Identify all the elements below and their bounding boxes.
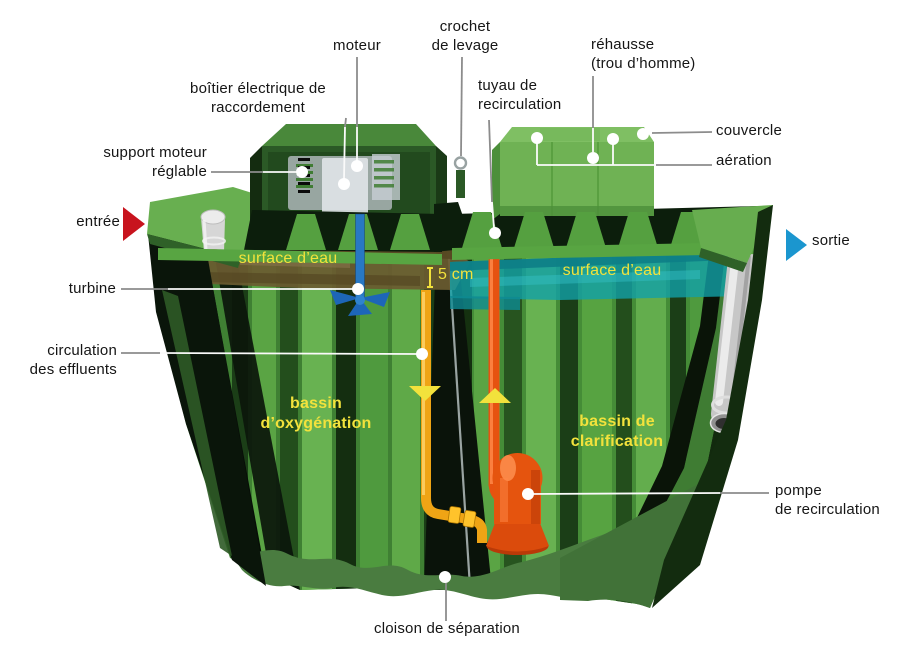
dot-cloison xyxy=(439,571,451,583)
dot-couvercle xyxy=(637,128,649,140)
annotation-5cm: 5 cm xyxy=(438,266,474,283)
label-boitier-electrique: boîtier électrique de raccordement xyxy=(190,80,326,116)
annotation-bassin-clarification: bassin de clarification xyxy=(570,413,664,450)
dot-aeration-1 xyxy=(531,132,543,144)
leader-dots xyxy=(296,128,649,583)
dot-support xyxy=(296,166,308,178)
leader-tuyau xyxy=(488,119,493,203)
dot-aeration-2 xyxy=(607,133,619,145)
recirculation-pump xyxy=(486,453,549,555)
leader-boitier xyxy=(344,117,347,128)
lifting-hook xyxy=(453,156,468,198)
left-rim xyxy=(158,210,442,265)
dot-circulation xyxy=(416,348,428,360)
label-cloison-separation: cloison de séparation xyxy=(374,620,520,637)
label-circulation-effluents: circulation des effluents xyxy=(29,342,117,378)
annotation-bassin-oxygenation: bassin d’oxygénation xyxy=(260,395,372,432)
annotation-surface-eau-right: surface d’eau xyxy=(562,262,662,279)
flow-arrow-up xyxy=(479,388,511,403)
label-support-moteur: support moteur réglable xyxy=(103,144,207,180)
label-tuyau-recirculation: tuyau de recirculation xyxy=(478,77,562,113)
dot-pompe xyxy=(522,488,534,500)
right-rim-teeth xyxy=(452,212,758,260)
label-sortie: sortie xyxy=(812,232,850,249)
measure-bracket xyxy=(427,267,433,288)
leader-lines xyxy=(121,56,769,621)
label-rehausse: réhausse (trou d’homme) xyxy=(591,36,696,72)
label-entree: entrée xyxy=(76,213,120,230)
annotation-surface-eau-left: surface d’eau xyxy=(238,250,338,267)
dot-turbine xyxy=(352,283,364,295)
bottom-front-wall xyxy=(228,481,704,608)
label-pompe-recirculation: pompe de recirculation xyxy=(775,482,880,518)
dot-rehausse xyxy=(587,152,599,164)
left-outer-side xyxy=(148,234,266,586)
label-moteur: moteur xyxy=(333,37,381,54)
inlet-arrow xyxy=(123,207,145,241)
label-couvercle: couvercle xyxy=(716,122,782,139)
dot-boitier xyxy=(338,178,350,190)
dot-tuyau xyxy=(489,227,501,239)
flow-arrow-down xyxy=(409,386,441,401)
label-aeration: aération xyxy=(716,152,772,169)
leader-pompe xyxy=(531,492,721,495)
turbine-assembly xyxy=(330,213,390,316)
right-roof xyxy=(652,205,773,608)
label-crochet-levage: crochet de levage xyxy=(431,18,499,54)
dot-moteur xyxy=(351,160,363,172)
label-turbine: turbine xyxy=(68,280,116,297)
riser-box xyxy=(492,127,654,220)
outlet-arrow xyxy=(786,229,807,261)
leader-crochet xyxy=(460,56,463,157)
leader-couvercle xyxy=(651,131,713,134)
